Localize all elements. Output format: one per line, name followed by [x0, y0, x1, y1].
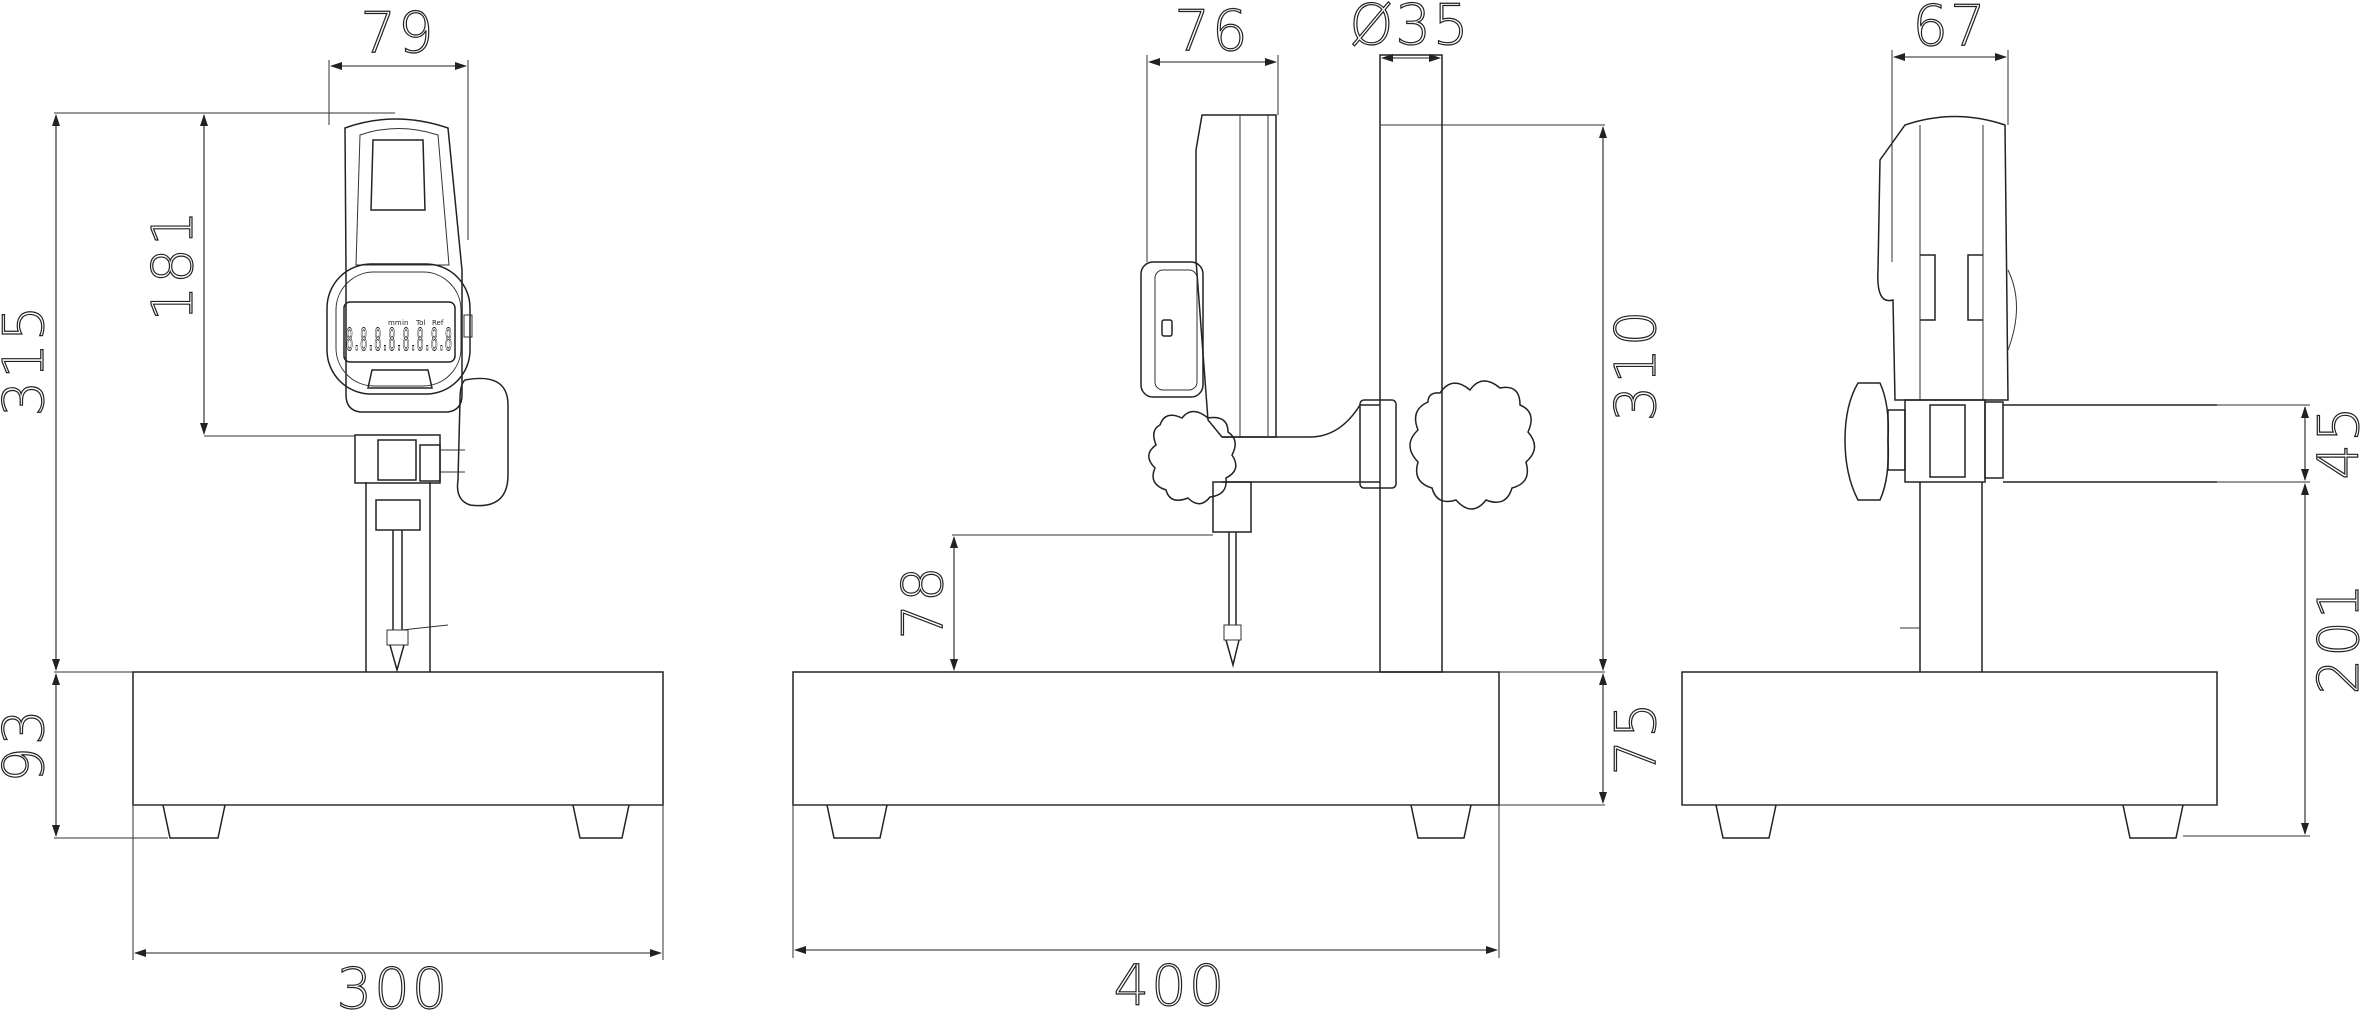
dim-front-base-height: 93	[0, 707, 57, 782]
side-column-knob	[1409, 380, 1536, 510]
rear-gauge-body	[1877, 115, 2009, 401]
front-display-bezel	[326, 263, 471, 395]
lcd-screen	[343, 301, 456, 363]
rear-base-foot-right	[2122, 804, 2184, 839]
front-base-foot-left	[162, 804, 226, 839]
dim-side-column-diameter: Ø35	[1349, 0, 1470, 58]
dim-rear-clamp-height: 45	[2307, 404, 2362, 479]
dim-rear-width-top: 67	[1912, 0, 1987, 59]
front-base-foot-right	[572, 804, 630, 839]
dim-side-probe-clearance: 78	[891, 564, 956, 639]
side-base-foot-right	[1410, 804, 1472, 839]
side-gauge-body	[1195, 114, 1277, 438]
rear-clamp-knob	[1844, 382, 1890, 501]
front-dimensions: 79 181 315 93 300	[0, 0, 664, 1011]
side-base	[792, 671, 1500, 806]
dim-side-gauge-width: 76	[1174, 0, 1249, 64]
rear-dimensions: 67 45 201	[1891, 0, 2362, 837]
lcd-mode-label-in: in	[402, 319, 408, 327]
dim-side-base-width: 400	[1114, 954, 1227, 1011]
dim-rear-clamp-clearance: 201	[2307, 582, 2362, 695]
lcd-mode-label-mm: mm	[388, 319, 402, 327]
lcd-mode-label-ref: Ref	[432, 319, 444, 327]
side-column	[1379, 54, 1443, 673]
front-gauge-body	[344, 118, 463, 413]
rear-base	[1681, 671, 2218, 806]
dim-side-base-height: 75	[1604, 700, 1669, 775]
rear-view	[1681, 115, 2218, 839]
front-clamp-knob	[456, 377, 509, 507]
lcd-mode-label-tol: Tol	[415, 319, 425, 327]
lcd-readout: 8.8.8.8.8.8.8.8	[346, 323, 452, 358]
dim-side-column-height: 310	[1604, 309, 1669, 422]
side-display-module	[1140, 261, 1204, 398]
dim-front-base-width: 300	[337, 957, 450, 1011]
dim-front-total-height: 315	[0, 304, 57, 417]
dim-front-width-top: 79	[360, 1, 435, 66]
side-view	[792, 54, 1536, 839]
side-base-foot-left	[826, 804, 888, 839]
side-gauge-knob	[1148, 410, 1237, 505]
side-dimensions: 76 Ø35 310 78 75 400	[792, 0, 1670, 1011]
front-view: mm in Tol Ref 8.8.8.8.8.8.8.8	[132, 118, 664, 839]
rear-base-foot-left	[1715, 804, 1777, 839]
front-base	[132, 671, 664, 806]
dim-front-gauge-height: 181	[141, 209, 206, 322]
